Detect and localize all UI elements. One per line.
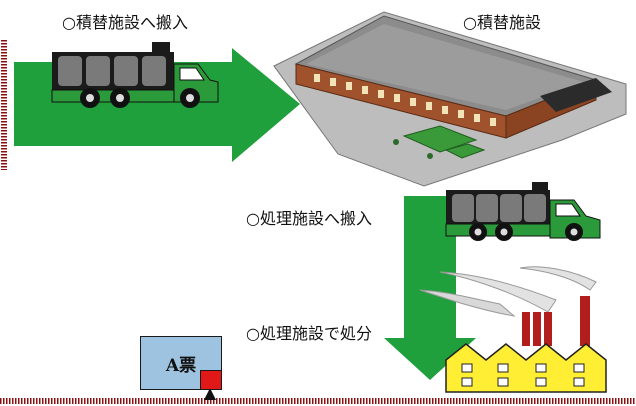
a-ticket-label: A票	[165, 355, 197, 376]
a-ticket-corner	[200, 370, 222, 390]
ticket-pointer-icon	[204, 388, 216, 400]
label-transfer-in: ○積替施設へ搬入	[62, 13, 188, 32]
dump-truck-icon	[51, 42, 219, 108]
dump-truck-icon	[445, 182, 601, 241]
transfer-facility-building-icon	[273, 11, 627, 187]
label-processing-in: ○処理施設へ搬入	[246, 209, 372, 228]
a-ticket: A票	[140, 336, 222, 390]
processing-factory-icon	[419, 266, 607, 393]
arrow-to-processing-facility	[384, 196, 476, 380]
label-processing-disposal: ○処理施設で処分	[246, 324, 372, 343]
label-transfer-facility: ○積替施設	[463, 13, 541, 32]
